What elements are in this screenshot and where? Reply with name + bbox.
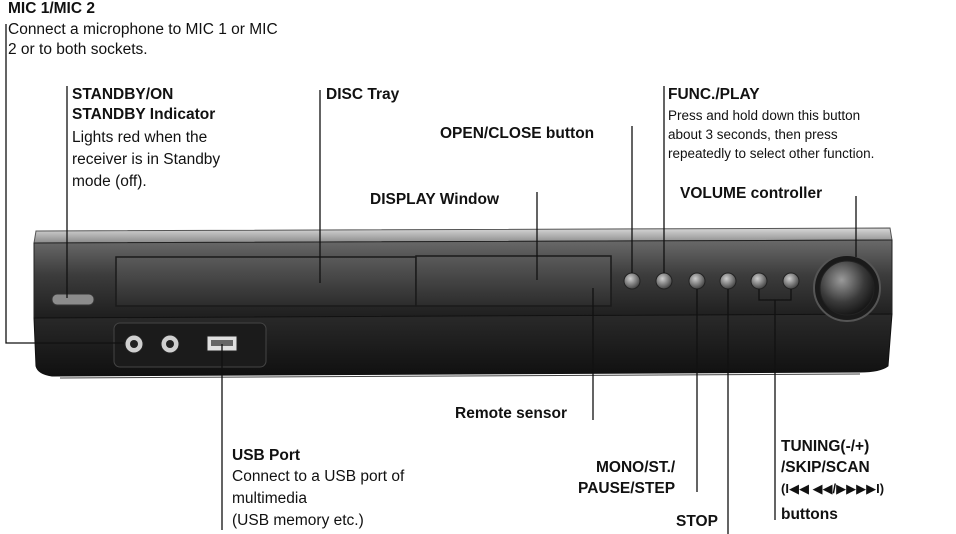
mono-button-shape (688, 272, 706, 290)
standby-label-desc-line3: mode (off). (72, 173, 147, 190)
standby-label-title2: STANDBY Indicator (72, 106, 216, 123)
func-play-label-desc-line3: repeatedly to select other function. (668, 146, 875, 161)
mono-label-title2: PAUSE/STEP (578, 480, 676, 497)
standby-label-title1: STANDBY/ON (72, 86, 174, 103)
mic-label-title: MIC 1/MIC 2 (8, 0, 95, 17)
stop-button-shape (719, 272, 737, 290)
usb-label-desc-line1: Connect to a USB port of (232, 468, 405, 485)
mic-label-desc-line1: Connect a microphone to MIC 1 or MIC (8, 21, 278, 38)
func-play-label-desc-line1: Press and hold down this button (668, 108, 861, 123)
display-window-label: DISPLAY Window (370, 191, 500, 208)
standby-button-shape (51, 293, 95, 306)
stop-label: STOP (676, 513, 718, 530)
usb-label-desc-line3: (USB memory etc.) (232, 512, 364, 529)
usb-label-title: USB Port (232, 447, 301, 464)
mic-label-desc-line2: 2 or to both sockets. (8, 41, 148, 58)
func-play-label-desc-line2: about 3 seconds, then press (668, 127, 838, 142)
tuning-label-title2: /SKIP/SCAN (781, 459, 870, 476)
usb-label-desc-line2: multimedia (232, 490, 307, 507)
disc-tray-shape (115, 256, 417, 307)
disc-tray-label: DISC Tray (326, 86, 400, 103)
func-play-button-shape (655, 272, 673, 290)
standby-label-desc-line1: Lights red when the (72, 129, 208, 146)
open-close-button-shape (623, 272, 641, 290)
open-close-label: OPEN/CLOSE button (440, 125, 595, 142)
tuning-label-title4: buttons (781, 506, 838, 523)
mic-usb-panel-shape (113, 322, 267, 368)
display-window-shape (415, 255, 612, 307)
remote-sensor-label: Remote sensor (455, 405, 567, 422)
tuning-label-title3: (I◀◀ ◀◀/▶▶▶▶I) (781, 481, 885, 496)
mono-label-title1: MONO/ST./ (596, 459, 676, 476)
standby-label-desc-line2: receiver is in Standby (72, 151, 221, 168)
tuning-plus-button-shape (782, 272, 800, 290)
volume-label: VOLUME controller (680, 185, 823, 202)
tuning-minus-button-shape (750, 272, 768, 290)
tuning-label-title1: TUNING(-/+) (781, 438, 870, 455)
func-play-label-title: FUNC./PLAY (668, 86, 760, 103)
